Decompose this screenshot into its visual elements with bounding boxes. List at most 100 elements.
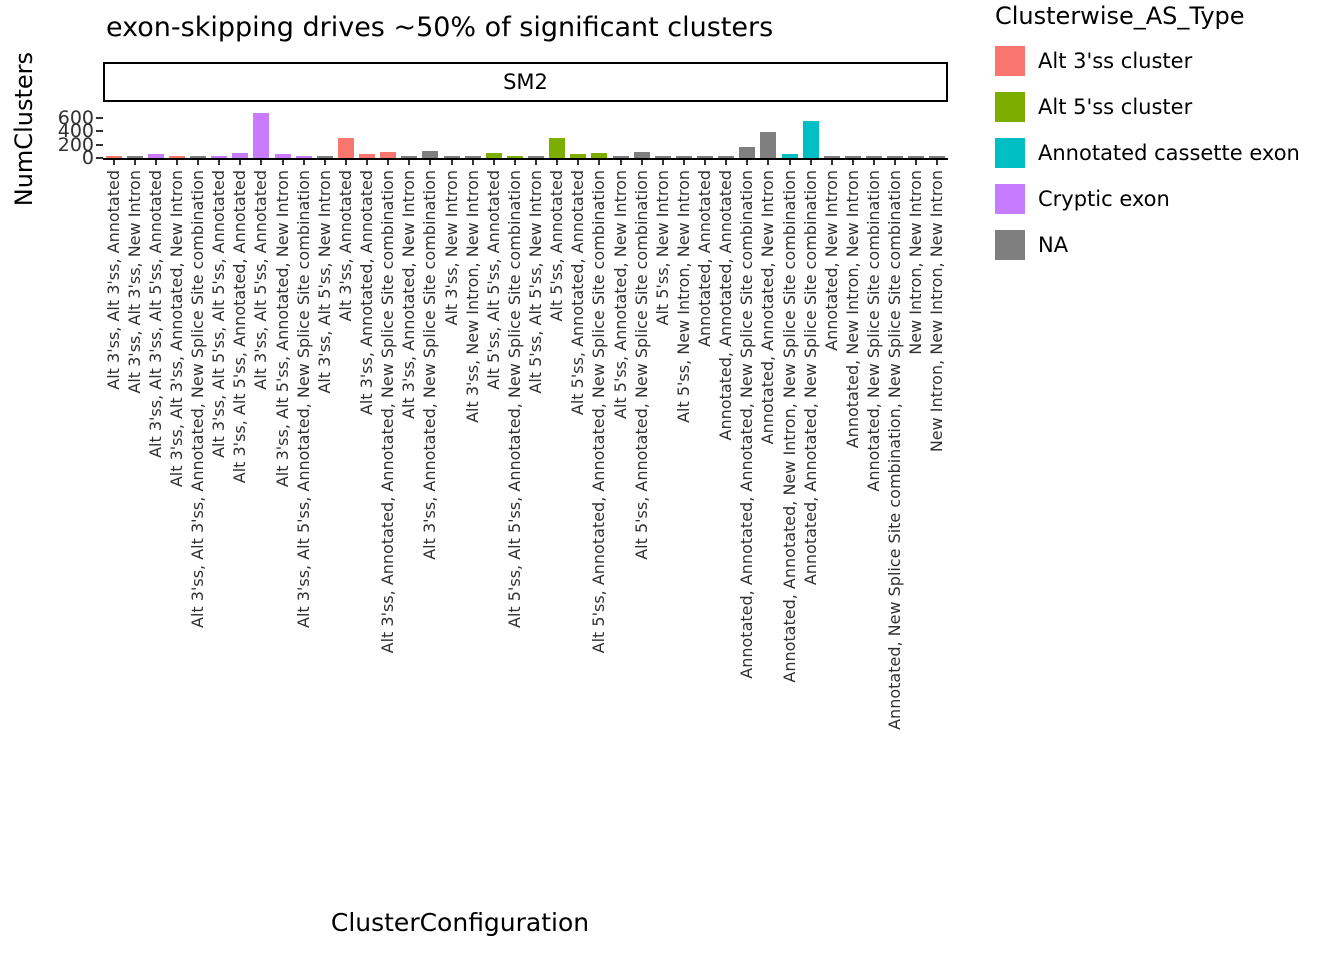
legend-entry-label: NA (1038, 233, 1069, 257)
y-tick-label: 200 (57, 133, 94, 156)
x-tick-mark (682, 160, 685, 165)
bar (295, 156, 312, 158)
x-tick-label: Alt 3'ss, Alt 3'ss, Annotated, New Intro… (166, 170, 186, 488)
legend-swatch-cryptic-exon (995, 184, 1025, 214)
x-tick-mark (915, 160, 918, 165)
legend-entry-label: Alt 5'ss cluster (1038, 95, 1193, 119)
y-tick-label: 400 (57, 120, 94, 142)
bar (718, 156, 735, 158)
x-tick-label: Alt 3'ss, Alt 5'ss, Annotated (251, 170, 271, 390)
bar (528, 156, 545, 158)
x-tick-mark (218, 160, 221, 165)
x-tick-mark (746, 160, 749, 165)
bar (337, 137, 354, 158)
y-tick-mark (96, 157, 103, 159)
bar (844, 156, 861, 158)
x-tick-label: Alt 5'ss, Annotated, Annotated, New Spli… (589, 170, 609, 654)
legend-entry: Annotated cassette exon (995, 130, 1300, 176)
legend-entry-label: Alt 3'ss cluster (1038, 49, 1193, 73)
x-tick-label: Alt 5'ss, New Intron, New Intron (673, 170, 693, 423)
x-tick-label: Alt 5'ss, Annotated, Annotated (568, 170, 588, 416)
x-tick-mark (767, 160, 770, 165)
x-tick-mark (408, 160, 411, 165)
legend-swatch-alt5ss (995, 92, 1025, 122)
bar (633, 152, 650, 158)
bar (697, 156, 714, 158)
x-tick-label: New Intron, New Intron, New Intron (927, 170, 947, 453)
x-tick-label: Alt 3'ss, Alt 5'ss, Annotated, Annotated (230, 170, 250, 484)
bar (422, 150, 439, 158)
x-tick-mark (429, 160, 432, 165)
x-tick-label: Annotated, Annotated, New Intron (758, 170, 778, 445)
x-tick-label: Alt 3'ss, Annotated, New Splice Site com… (420, 170, 440, 560)
x-tick-label: Annotated, New Splice Site combination, … (885, 170, 905, 730)
x-tick-label: Annotated, Annotated, Annotated (716, 170, 736, 441)
x-tick-mark (936, 160, 939, 165)
x-tick-label: Alt 3'ss, New Intron (441, 170, 461, 326)
y-axis-title: NumClusters (10, 52, 38, 207)
y-tick-mark (96, 116, 103, 119)
x-tick-label: Alt 5'ss, Annotated, New Splice Site com… (631, 170, 651, 560)
x-tick-label: Alt 5'ss, Alt 5'ss, Annotated, New Splic… (504, 170, 524, 628)
x-tick-mark (239, 160, 242, 165)
bar (105, 156, 122, 158)
bar (359, 154, 376, 158)
x-tick-mark (704, 160, 707, 165)
bar (443, 156, 460, 158)
x-tick-mark (640, 160, 643, 165)
x-tick-mark (154, 160, 157, 165)
x-tick-label: Alt 5'ss, New Intron (652, 170, 672, 326)
x-tick-mark (513, 160, 516, 165)
x-tick-label: Alt 3'ss, Alt 5'ss, Alt 5'ss, Annotated (209, 170, 229, 458)
x-tick-mark (492, 160, 495, 165)
bar (908, 156, 925, 158)
bar (211, 156, 228, 158)
x-tick-label: Annotated, Annotated (695, 170, 715, 347)
chart-title: exon-skipping drives ~50% of significant… (106, 12, 774, 43)
x-tick-label: Alt 3'ss, Alt 3'ss, Annotated (103, 170, 123, 390)
x-tick-mark (366, 160, 369, 165)
x-tick-label: Annotated, New Intron, New Intron (842, 170, 862, 449)
x-tick-mark (535, 160, 538, 165)
x-tick-label: Alt 3'ss, Alt 3'ss, Alt 5'ss, Annotated (145, 170, 165, 458)
bar (654, 156, 671, 158)
x-tick-label: Alt 3'ss, Alt 5'ss, Annotated, New Intro… (272, 170, 292, 488)
bar (168, 156, 185, 158)
bar (802, 121, 819, 158)
legend-entry: Alt 5'ss cluster (995, 84, 1300, 130)
bar (760, 132, 777, 158)
bar (316, 156, 333, 158)
bar (126, 156, 143, 158)
x-tick-label: Annotated, Annotated, Annotated, New Spl… (737, 170, 757, 679)
facet-strip-label: SM2 (503, 70, 548, 94)
bar (549, 138, 566, 158)
y-tick-mark (96, 143, 103, 146)
bar (401, 156, 418, 158)
x-tick-label: Annotated, Annotated, New Intron, New Sp… (779, 170, 799, 683)
x-tick-label: Alt 5'ss, Annotated, New Intron (610, 170, 630, 419)
x-tick-label: Alt 3'ss, Annotated, New Intron (399, 170, 419, 419)
legend-swatch-alt3ss (995, 46, 1025, 76)
y-tick-label: 600 (57, 106, 94, 129)
x-tick-mark (873, 160, 876, 165)
bar (190, 156, 207, 158)
x-tick-label: New Intron, New Intron (906, 170, 926, 355)
bar (739, 146, 756, 158)
x-tick-mark (556, 160, 559, 165)
x-tick-mark (302, 160, 305, 165)
x-tick-label: Annotated, Annotated, New Splice Site co… (800, 170, 820, 586)
bar (675, 156, 692, 158)
bar (464, 156, 481, 158)
x-tick-mark (197, 160, 200, 165)
x-tick-mark (830, 160, 833, 165)
x-tick-label: Alt 3'ss, Alt 3'ss, New Intron (124, 170, 144, 394)
x-tick-label: Alt 3'ss, Annotated, Annotated, New Spli… (378, 170, 398, 654)
plot-panel (103, 102, 948, 160)
x-tick-mark (471, 160, 474, 165)
legend-title: Clusterwise_AS_Type (995, 2, 1245, 30)
x-tick-label: Alt 3'ss, Alt 5'ss, Annotated, New Splic… (293, 170, 313, 628)
x-tick-mark (323, 160, 326, 165)
x-tick-label: Alt 5'ss, Alt 5'ss, Annotated (483, 170, 503, 390)
x-tick-label: Annotated, New Intron (821, 170, 841, 351)
x-axis-title: ClusterConfiguration (330, 908, 590, 937)
